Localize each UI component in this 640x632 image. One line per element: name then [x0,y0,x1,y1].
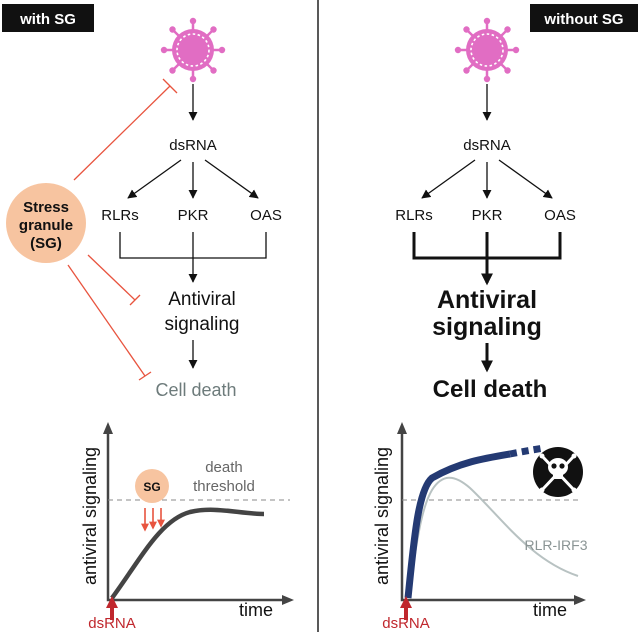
pkr-label-right: PKR [472,207,503,224]
sg-small-circle [135,469,169,503]
antiviral-label-right-line1: Antiviral [437,286,537,314]
dsrna-to-rlrs-arrow [127,159,182,199]
right-signaling-curve [404,450,511,599]
dsrna-to-oas-arrow [204,159,259,199]
stress-granule-circle [6,183,86,263]
oas-label-right: OAS [544,207,576,224]
inhibit-death-line [67,264,146,377]
dsrna-label-right: dsRNA [463,137,511,154]
left-graph-axes [106,432,282,602]
rlrs-label-right: RLRs [395,207,433,224]
right-signaling-curve-dashed [509,444,545,458]
pkr-label: PKR [178,207,209,224]
right-graph: antiviral signaling time RLR-IRF3 [372,422,588,632]
left-graph-y-arrowhead [103,422,113,434]
antiviral-label-line1: Antiviral [168,289,236,310]
skull-crossbones-icon [533,447,583,497]
sg-inhibition-lines [67,78,178,381]
left-panel: with SG dsRNA RLRs PKR OAS Antiviral sig… [2,4,294,632]
right-panel: without SG dsRNA RLRs PKR OAS Antiviral … [372,4,638,632]
left-graph-x-arrowhead [282,595,294,605]
threshold-label-line1: death [205,459,243,476]
sg-down-arrows [141,508,165,532]
right-graph-x-arrowhead [574,595,586,605]
with-sg-badge [2,4,94,32]
cell-death-label: Cell death [155,380,236,400]
threshold-label-line2: threshold [193,478,255,495]
with-sg-badge-text: with SG [19,11,76,28]
dsrna-to-oas-arrow-right [498,159,553,199]
left-graph-ylabel: antiviral signaling [80,447,100,585]
right-graph-xlabel: time [533,600,567,620]
virus-icon [160,17,226,83]
right-dsrna-marker-label: dsRNA [382,615,430,632]
without-sg-badge [530,4,638,32]
sensor-bracket [119,232,267,259]
left-graph: antiviral signaling time death threshold… [80,422,294,632]
sg-label-line3: (SG) [30,235,62,252]
right-dsrna-marker-arrow [400,596,412,620]
inhibit-antiviral-bar [129,294,141,306]
oas-label: OAS [250,207,282,224]
virus-icon [454,17,520,83]
rlr-irf3-label: RLR-IRF3 [524,537,587,553]
left-graph-xlabel: time [239,600,273,620]
inhibit-virus-line [73,85,171,181]
sg-label-line1: Stress [23,199,69,216]
sg-small-label: SG [143,480,160,494]
right-graph-axes [400,432,574,602]
inhibit-antiviral-line [87,254,136,301]
sensor-bracket-right [412,232,562,260]
cell-death-label-right: Cell death [433,376,548,403]
left-dsrna-marker-label: dsRNA [88,615,136,632]
left-dsrna-marker-arrow [106,596,118,620]
inhibit-virus-bar [162,78,178,94]
inhibit-death-bar [138,371,152,381]
left-signaling-curve [110,507,265,600]
rlrs-label: RLRs [101,207,139,224]
right-graph-ylabel: antiviral signaling [372,447,392,585]
antiviral-label-line2: signaling [165,314,240,335]
right-graph-y-arrowhead [397,422,407,434]
antiviral-label-right-line2: signaling [432,313,542,341]
dsrna-to-rlrs-arrow-right [421,159,476,199]
dsrna-label: dsRNA [169,137,217,154]
without-sg-badge-text: without SG [543,11,623,28]
sg-label-line2: granule [19,217,73,234]
